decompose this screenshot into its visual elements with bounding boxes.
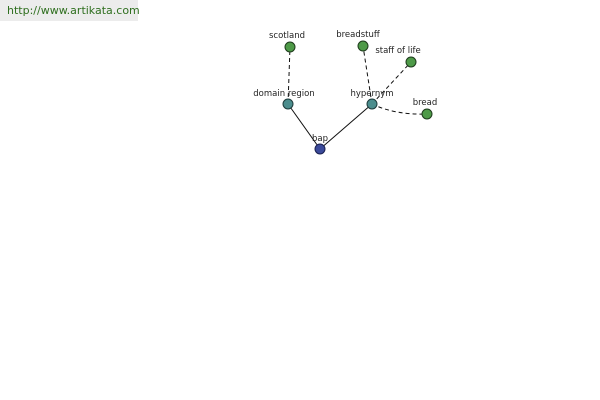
label-staff-of-life: staff of life (375, 46, 420, 56)
source-url-link[interactable]: http://www.artikata.com (7, 4, 140, 17)
edge-bap-domain-region (287, 103, 321, 150)
label-hypernym: hypernym (350, 89, 393, 99)
node-bread[interactable] (421, 108, 433, 120)
node-scotland[interactable] (284, 41, 296, 53)
node-breadstuff[interactable] (357, 40, 369, 52)
label-bread: bread (413, 98, 438, 108)
edge-bap-hypernym (319, 103, 373, 150)
label-breadstuff: breadstuff (336, 30, 381, 40)
label-domain-region: domain region (253, 89, 314, 99)
edge-hypernym-breadstuff (362, 45, 373, 105)
node-bap[interactable] (314, 143, 326, 155)
source-url-bar: http://www.artikata.com (0, 0, 140, 21)
node-staff-of-life[interactable] (405, 56, 417, 68)
edge-domain-region-scotland (287, 46, 291, 105)
node-hypernym[interactable] (366, 98, 378, 110)
node-domain-region[interactable] (282, 98, 294, 110)
label-bap: bap (312, 134, 328, 144)
edge-hypernym-staff-of-life (371, 61, 412, 105)
label-scotland: scotland (269, 31, 305, 41)
